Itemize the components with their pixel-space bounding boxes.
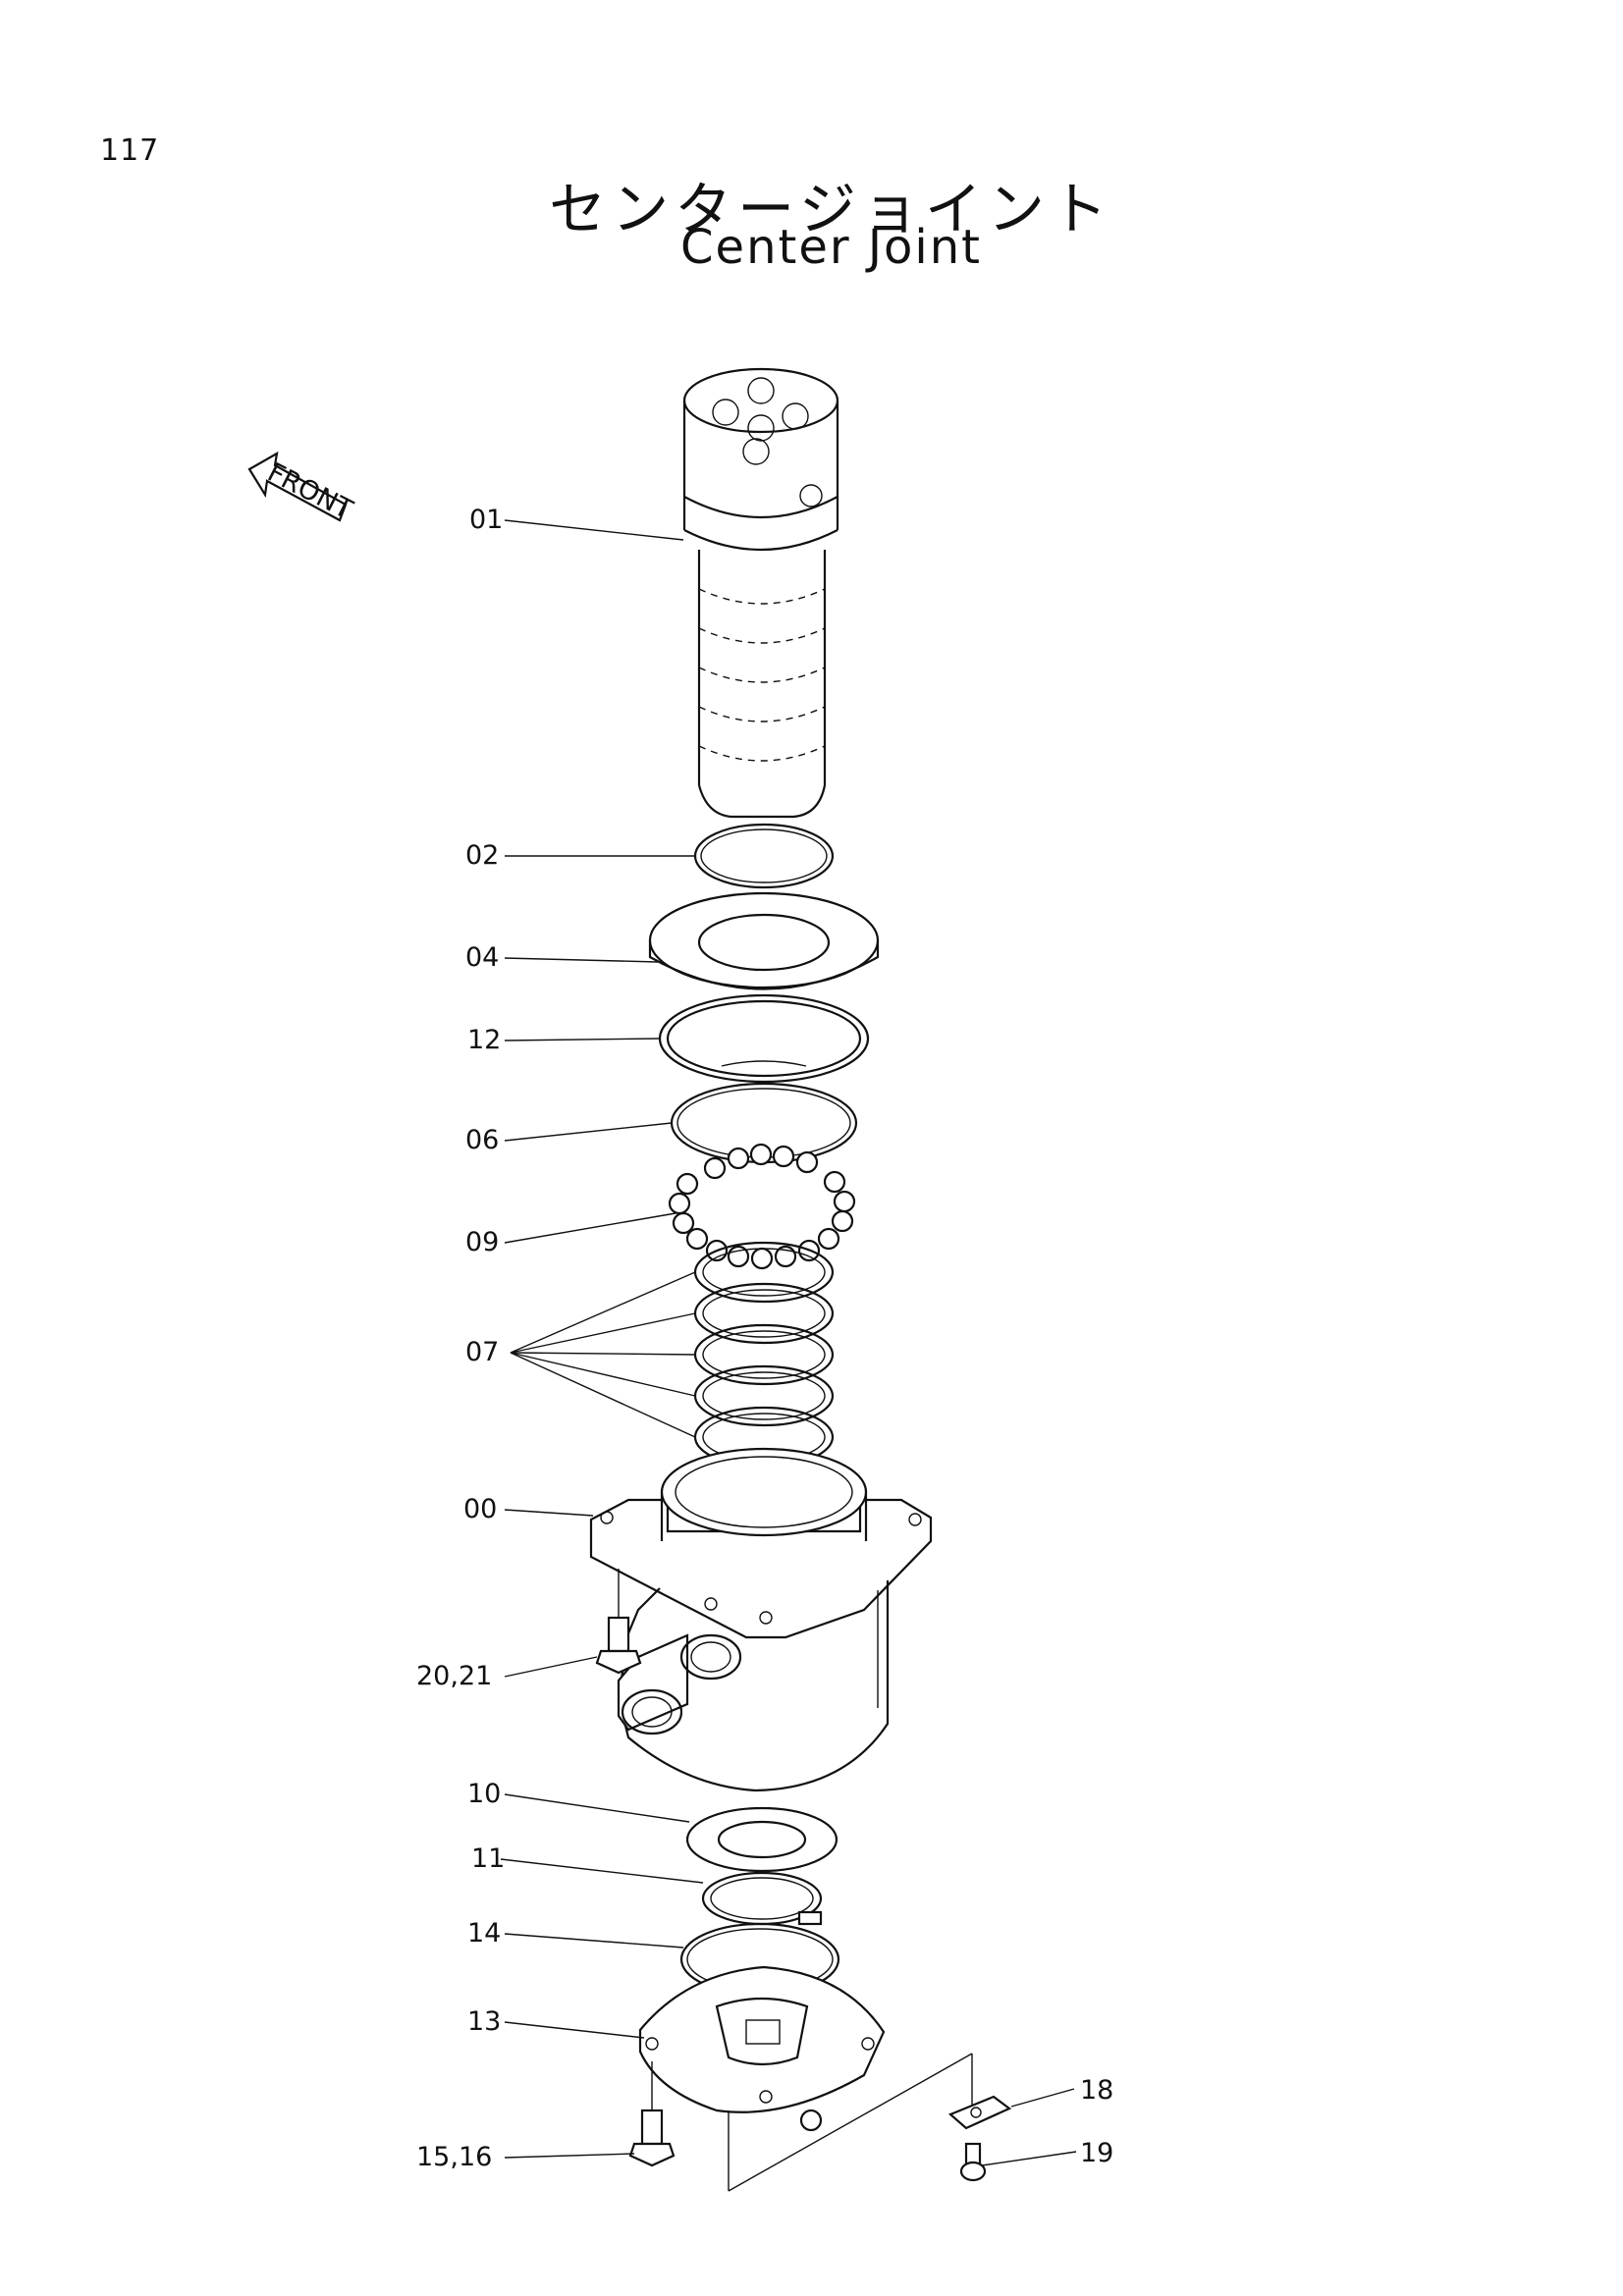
callout-20-21: 20,21 [416, 1661, 492, 1691]
part-09-steel-balls [668, 1143, 856, 1270]
part-10-thrust-washer [685, 1806, 839, 1873]
callout-04: 04 [465, 942, 499, 973]
part-01-spindle [682, 367, 839, 819]
callout-18: 18 [1080, 2075, 1113, 2106]
part-15-16-bolt [628, 2061, 676, 2167]
part-04-seal-plate [648, 891, 880, 990]
callout-00: 00 [463, 1494, 497, 1524]
callout-15-16: 15,16 [416, 2142, 492, 2172]
callout-19: 19 [1080, 2138, 1113, 2168]
part-02-o-ring [693, 823, 835, 889]
callout-07: 07 [465, 1337, 499, 1367]
page-title-japanese: センタージョイント [549, 176, 1113, 242]
callout-10: 10 [467, 1779, 501, 1809]
callout-13: 13 [467, 2006, 501, 2037]
part-18-lock-plate [728, 2053, 1012, 2192]
part-11-snap-ring [701, 1871, 823, 1926]
part-13-cover [638, 1965, 886, 2132]
callout-14: 14 [467, 1918, 501, 1949]
callout-06: 06 [465, 1125, 499, 1155]
leader-lines [500, 519, 1077, 2166]
callout-02: 02 [465, 840, 499, 871]
front-arrow-label: FRONT [262, 457, 357, 526]
page-number: 117 [100, 133, 160, 168]
callout-12: 12 [467, 1025, 501, 1055]
part-19-screw [959, 2142, 987, 2182]
callout-11: 11 [471, 1843, 505, 1874]
part-20-21-bolt [595, 1569, 642, 1675]
front-direction-arrow-icon: FRONT [247, 451, 357, 526]
callout-labels: 01 02 04 12 06 09 07 00 20,21 10 11 14 1… [416, 505, 1113, 2172]
page-title-english: Center Joint [680, 220, 982, 275]
part-07-seal-rings [693, 1241, 835, 1468]
callout-09: 09 [465, 1227, 499, 1257]
part-12-ring [658, 993, 870, 1084]
callout-01: 01 [469, 505, 503, 535]
part-00-body [589, 1447, 933, 1792]
